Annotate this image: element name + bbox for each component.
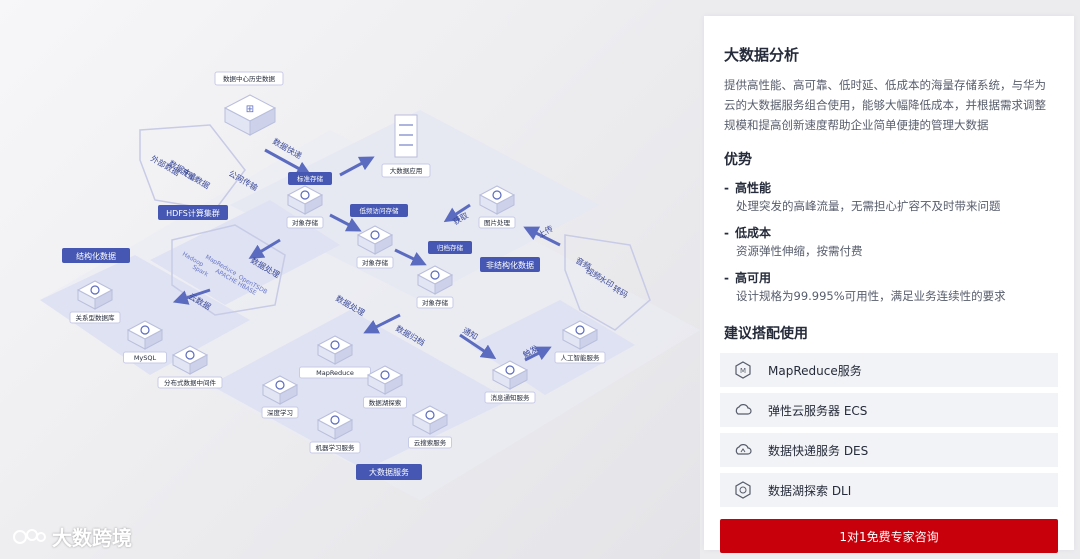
traffic-label: 流量数据 [179,166,212,191]
obj-storage-node-2: 对象存储 [356,225,394,269]
structured-tag: 结构化数据 [62,248,130,263]
archive-tag: 归档存储 [428,241,472,254]
service-label: MapReduce服务 [768,363,862,378]
ml-service-node-label: 机器学习服务 [316,443,356,452]
advantage-item: -低成本 资源弹性伸缩，按需付费 [724,224,1054,260]
data-lake-node: 数据湖探索 [363,365,407,409]
svg-text:数据中心历史数据: 数据中心历史数据 [223,74,276,83]
advantage-title: 高性能 [734,181,771,195]
service-dli[interactable]: 数据湖探索 DLI [720,473,1058,507]
mapreduce-icon [330,340,340,350]
data-lake-node-label: 数据湖探索 [369,398,402,407]
service-mapreduce[interactable]: M MapReduce服务 [720,353,1058,387]
svg-text:大数据服务: 大数据服务 [369,467,409,477]
image-proc-node-label: 图片处理 [484,218,511,227]
distributed-mw-node-label: 分布式数据中间件 [164,378,217,387]
diagram-area: 公网传输 数据快递 数据处理 数据处理 数据归档 云数据 获取 上传 通知 触发… [0,0,700,559]
brain-icon [275,380,285,390]
ml-service-node: 机器学习服务 [309,410,361,454]
bigdata-service-tag: 大数据服务 [356,464,422,480]
cloud-search-node-label: 云搜索服务 [414,438,447,447]
upload-icon [370,230,380,240]
watermark-text: 大数跨境 [52,526,132,550]
service-des[interactable]: 数据快递服务 DES [720,433,1058,467]
hdfs-cluster-tag: HDFS计算集群 [158,205,228,220]
mapreduce-svc-node-label: MapReduce [316,369,354,377]
storage-platform [230,110,600,300]
service-ecs[interactable]: 弹性云服务器 ECS [720,393,1058,427]
svg-text:归档存储: 归档存储 [437,243,464,252]
advantages-title: 优势 [724,152,752,168]
info-panel: 大数据分析 提供高性能、高可靠、低时延、低成本的海量存储系统，与华为云的大数据服… [704,16,1074,553]
architecture-diagram: 公网传输 数据快递 数据处理 数据处理 数据归档 云数据 获取 上传 通知 触发… [40,71,651,480]
ai-service-node: 人工智能服务 [554,320,606,364]
svg-text:M: M [740,367,746,375]
dli-icon [732,479,754,501]
ecs-icon [732,399,754,421]
sitemap-icon: ⊞ [246,104,254,115]
relational-db-node-label: 关系型数据库 [76,313,116,322]
ai-icon [575,325,585,335]
obj-storage-node-1-label: 对象存储 [292,218,319,227]
advantage-desc: 资源弹性伸缩，按需付费 [736,244,863,258]
search-icon [425,410,435,420]
panel-description: 提供高性能、高可靠、低时延、低成本的海量存储系统，与华为云的大数据服务组合使用，… [724,78,1046,132]
obj-storage-node-3-label: 对象存储 [422,298,449,307]
advantage-item: -高可用 设计规格为99.995%可用性，满足业务连续性的要求 [724,269,1054,305]
middleware-icon [185,350,195,360]
cloud-search-node: 云搜索服务 [408,405,452,449]
svg-text:标准存储: 标准存储 [297,174,324,183]
hdfs-blob [171,224,286,316]
advantage-title: 高可用 [734,271,771,285]
obj-storage-node-2-label: 对象存储 [362,258,389,267]
mapreduce-svc-node: MapReduce [299,335,371,379]
msg-service-node-label: 消息通知服务 [491,393,531,402]
msg-service-node: 消息通知服务 [484,360,536,404]
image-proc-node: 图片处理 [478,185,516,229]
service-label: 弹性云服务器 ECS [768,403,868,418]
std-storage-tag: 标准存储 [288,172,332,185]
image-icon [492,190,502,200]
deep-learning-node-label: 深度学习 [267,408,293,417]
upload-icon [300,190,310,200]
des-icon [732,439,754,461]
suggest-title: 建议搭配使用 [724,326,808,342]
database-icon [140,325,150,335]
dc-history-node: 数据中心历史数据 ⊞ [214,71,284,136]
lake-icon [380,370,390,380]
svg-text:HDFS计算集群: HDFS计算集群 [166,208,220,218]
obj-storage-node-3: 对象存储 [416,265,454,309]
svg-text:低频访问存储: 低频访问存储 [360,206,400,215]
watermark: 大数跨境 [12,522,132,551]
mysql-node: MySQL [123,320,167,364]
mysql-node-label: MySQL [134,354,157,362]
relational-db-node: 关系型数据库 [69,280,121,324]
unstructured-tag: 非结构化数据 [480,257,540,272]
advantage-title: 低成本 [734,226,771,240]
mapreduce-icon: M [732,359,754,381]
message-icon [505,365,515,375]
database-icon [90,285,100,295]
advantage-item: -高性能 处理突发的高峰流量，无需担心扩容不及时带来问题 [724,179,1054,215]
low-freq-tag: 低频访问存储 [350,204,408,217]
advantage-desc: 处理突发的高峰流量，无需担心扩容不及时带来问题 [736,199,1001,213]
bigdata-app-node: 大数据应用 [381,114,431,178]
deep-learning-node: 深度学习 [261,375,299,419]
watermark-logo-icon [13,528,46,544]
upload-icon [430,270,440,280]
svg-text:大数据应用: 大数据应用 [390,166,423,175]
distributed-mw-node: 分布式数据中间件 [157,345,223,389]
media-blob [564,234,651,331]
svg-text:非结构化数据: 非结构化数据 [486,260,534,270]
advantage-desc: 设计规格为99.995%可用性，满足业务连续性的要求 [736,289,1006,303]
brain-icon [330,415,340,425]
service-label: 数据湖探索 DLI [768,483,852,498]
ai-service-node-label: 人工智能服务 [561,353,601,362]
consult-button[interactable]: 1对1免费专家咨询 [720,519,1058,553]
panel-title: 大数据分析 [724,46,800,64]
service-label: 数据快递服务 DES [768,443,869,458]
obj-storage-node-1: 对象存储 [286,185,324,229]
svg-text:结构化数据: 结构化数据 [76,251,116,261]
